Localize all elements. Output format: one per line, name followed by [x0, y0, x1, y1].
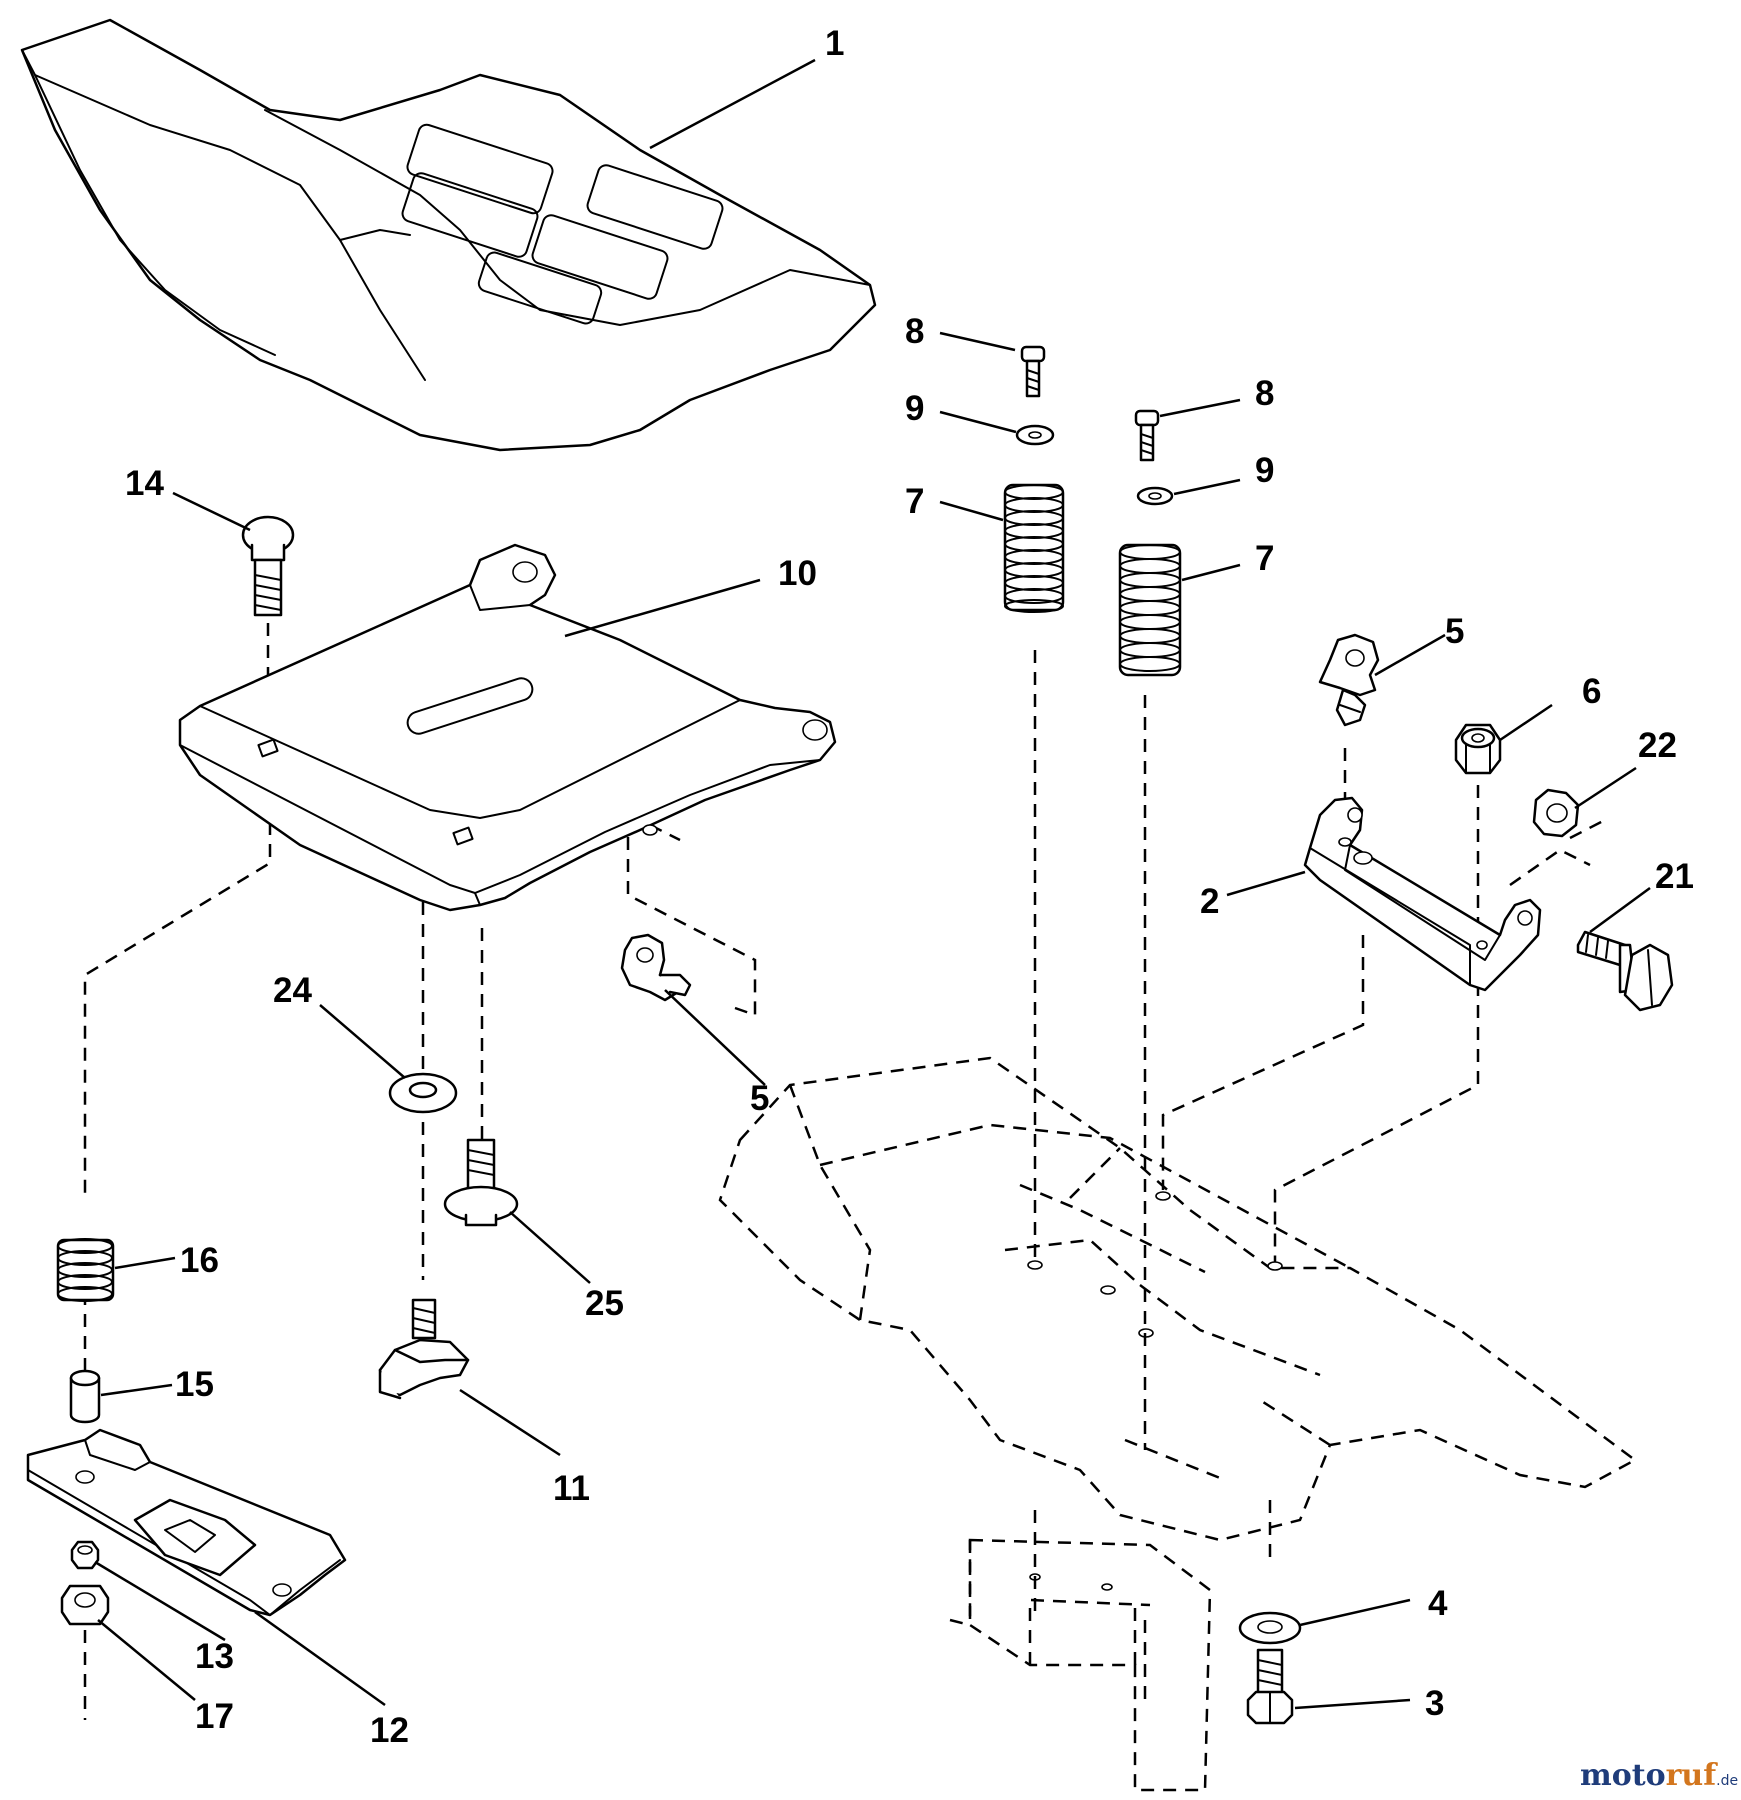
label-2: 2: [1200, 882, 1219, 921]
nut-17: [60, 1584, 110, 1626]
label-16: 16: [180, 1241, 219, 1280]
label-9-left: 9: [905, 389, 924, 428]
bracket: [1303, 796, 1542, 992]
bolt-bottom: [1246, 1648, 1294, 1725]
spacer: [69, 1369, 101, 1424]
label-7-left: 7: [905, 482, 924, 521]
label-24: 24: [273, 971, 312, 1010]
label-12: 12: [370, 1711, 409, 1750]
spring-left: [1003, 483, 1065, 613]
seat-pan: [178, 543, 837, 912]
label-6: 6: [1582, 672, 1601, 711]
svg-text:motoruf.de: motoruf.de: [1580, 1758, 1738, 1793]
label-10: 10: [778, 554, 817, 593]
watermark-part2: ruf: [1666, 1758, 1719, 1793]
label-21: 21: [1655, 857, 1694, 896]
label-4: 4: [1428, 1584, 1448, 1623]
label-22: 22: [1638, 726, 1677, 765]
watermark-logo: motoruf.de: [1580, 1758, 1738, 1793]
spring-small: [56, 1238, 115, 1302]
label-1: 1: [825, 24, 844, 63]
seat: [20, 18, 877, 452]
label-9-right: 9: [1255, 451, 1274, 490]
label-14: 14: [125, 464, 164, 503]
fender-holes: [1027, 1191, 1283, 1591]
knob: [378, 1298, 470, 1400]
clip-right: [1318, 633, 1380, 727]
washer-right: [1136, 486, 1174, 506]
callout-labels: 1 10 14 8 9 7 8 9 7 5 6 22 21 2 5 24 25 …: [125, 24, 1694, 1750]
washer-left: [1015, 424, 1055, 446]
frame-mount-outline: [949, 1538, 1212, 1792]
nut-22: [1532, 788, 1580, 838]
label-11: 11: [553, 1469, 590, 1508]
label-8-right: 8: [1255, 374, 1274, 413]
shoulder-bolt-25: [443, 1138, 519, 1227]
watermark-suffix: .de: [1716, 1773, 1738, 1789]
label-5-left: 5: [750, 1079, 769, 1118]
carriage-bolt: [241, 515, 295, 617]
clip-left: [620, 933, 692, 1002]
hex-bolt-21: [1576, 930, 1674, 1012]
label-7-right: 7: [1255, 539, 1274, 578]
slide-plate: [26, 1428, 347, 1617]
nut: [1454, 723, 1502, 775]
watermark-part1: moto: [1580, 1758, 1666, 1793]
label-3: 3: [1425, 1684, 1444, 1723]
label-5-right: 5: [1445, 612, 1464, 651]
washer-bottom: [1238, 1611, 1302, 1645]
leader-lines: [94, 58, 1651, 1710]
nut-13: [70, 1540, 100, 1570]
label-8-left: 8: [905, 312, 924, 351]
screw-left: [1020, 345, 1046, 398]
label-15: 15: [175, 1365, 214, 1404]
spring-right: [1118, 543, 1182, 677]
label-13: 13: [195, 1637, 234, 1676]
screw-right: [1134, 409, 1160, 462]
label-25: 25: [585, 1284, 624, 1323]
flat-washer-24: [388, 1072, 458, 1114]
fender-outline: [718, 1056, 1638, 1542]
assembly-lines: [83, 535, 1606, 1720]
label-17: 17: [195, 1697, 234, 1736]
